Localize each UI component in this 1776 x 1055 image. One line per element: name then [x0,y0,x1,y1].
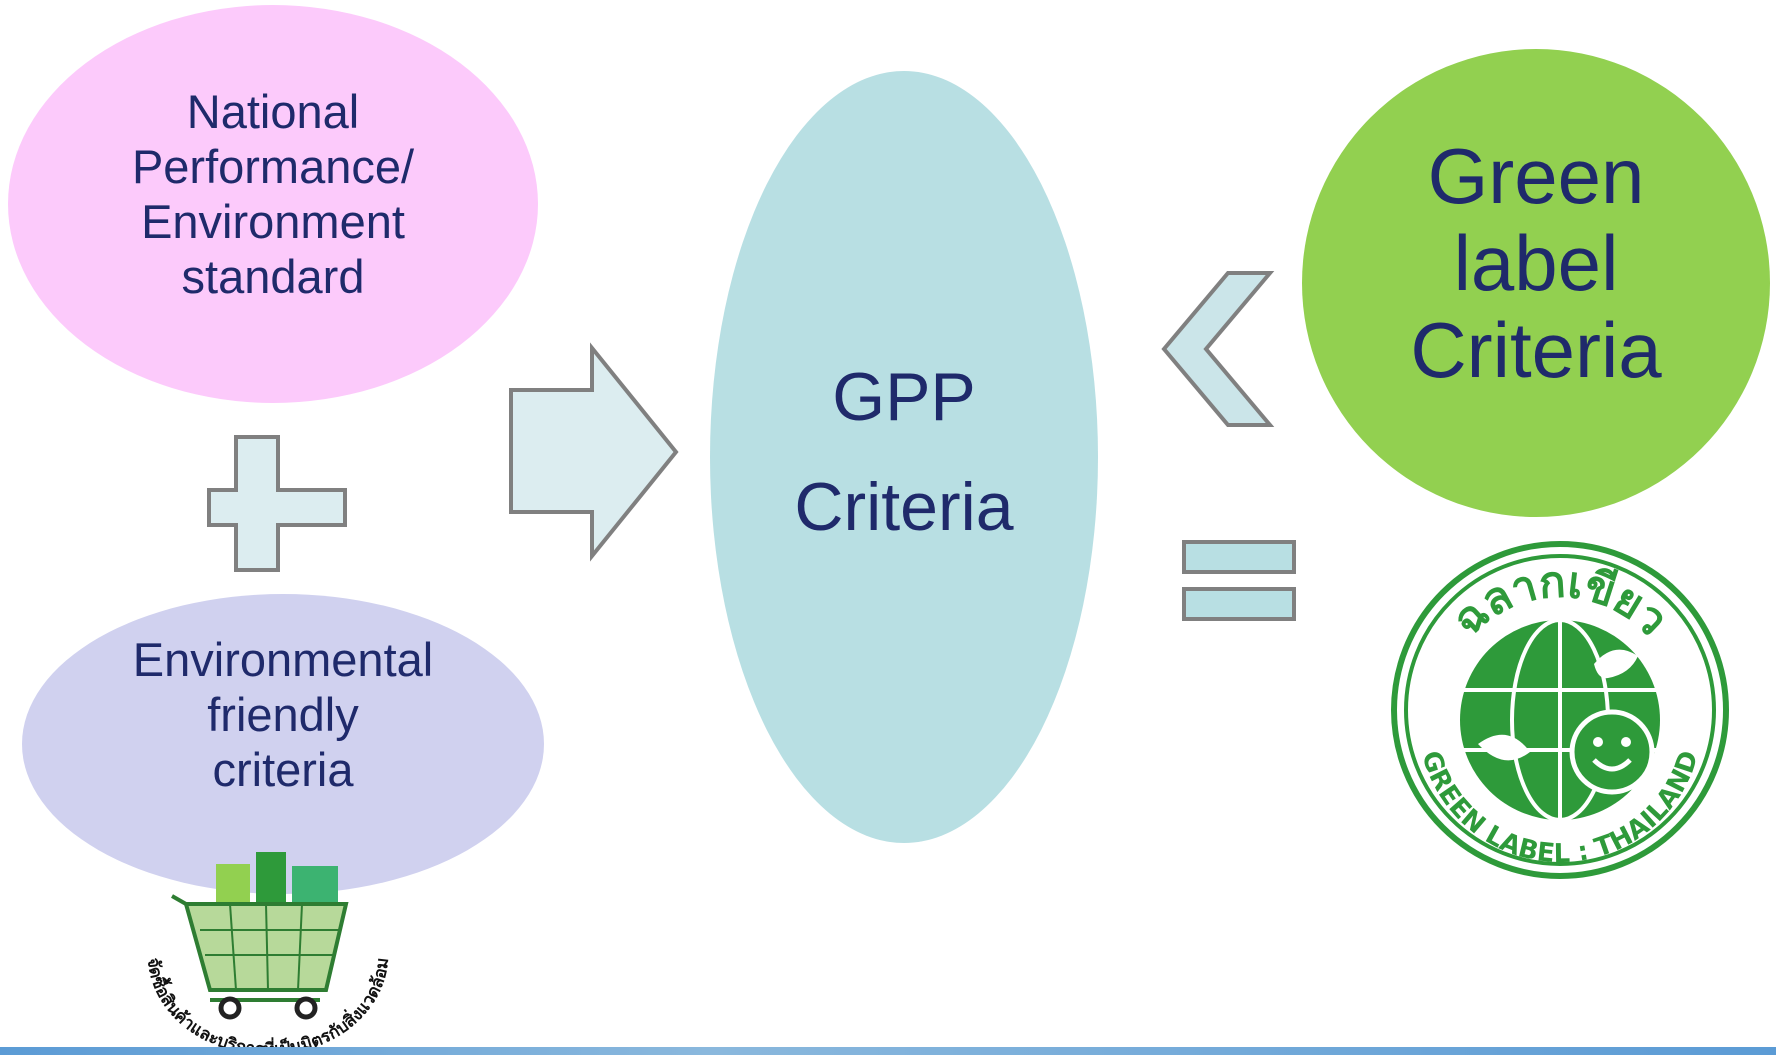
green-label-criteria-circle: Green label Criteria [1302,49,1770,517]
national-standard-ellipse: National Performance/ Environment standa… [8,5,538,403]
bottle-icon [256,852,286,910]
leaf-icon [1478,734,1530,761]
smiley-icon [1569,709,1655,795]
green-label-line-3: Criteria [1410,305,1662,394]
plus-icon [207,435,347,572]
green-label-line-1: Green [1427,131,1645,220]
right-arrow-icon [509,342,679,562]
environmental-friendly-ellipse: Environmental friendly criteria [22,594,544,894]
bird-icon [1594,649,1638,679]
national-line-1: National [186,85,360,138]
equals-top-bar-icon [1182,540,1296,574]
wheel-icon [294,996,318,1020]
national-line-3: Environment [141,195,405,248]
env-line-1: Environmental [132,632,434,686]
equals-bottom-bar-icon [1182,587,1296,621]
footer-accent-bar [0,1047,1776,1055]
logo-inner-ring [1404,554,1716,866]
national-line-4: standard [181,250,365,303]
env-line-2: friendly [207,687,359,741]
env-line-3: criteria [212,742,354,796]
green-label-line-2: label [1453,218,1619,307]
gpp-line-1: GPP [832,359,976,435]
national-line-2: Performance/ [131,140,415,193]
left-chevron-icon [1161,271,1275,427]
gpp-line-2: Criteria [794,469,1014,545]
wheel-icon [218,996,242,1020]
gpp-criteria-ellipse: GPP Criteria [710,71,1098,843]
